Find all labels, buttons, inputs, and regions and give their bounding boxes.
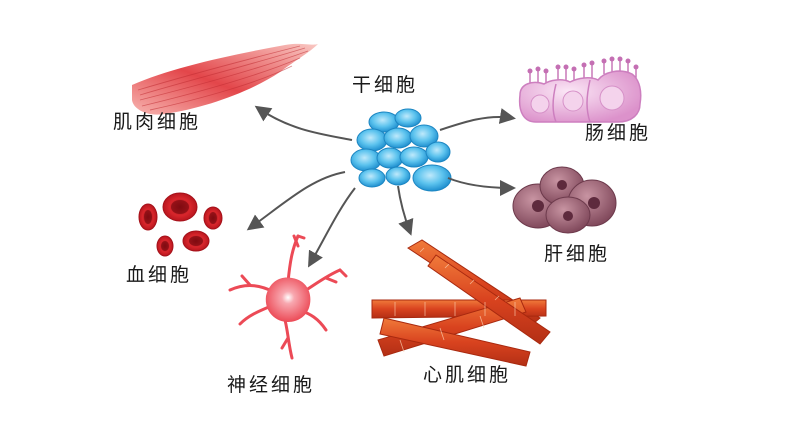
label-liver-cell: 肝细胞 [544,243,611,265]
label-muscle-cell: 肌肉细胞 [113,111,202,133]
label-stem-cell: 干细胞 [352,74,419,96]
label-cardiac-muscle-cell: 心肌细胞 [423,364,512,386]
label-intestinal-cell: 肠细胞 [585,122,652,144]
label-neuron: 神经细胞 [227,374,316,396]
arrow-to-muscle [254,105,353,141]
differentiation-arrows [246,105,516,268]
blood-cells-illustration [138,192,223,257]
cardiac-muscle-illustration [371,239,551,367]
neuron-illustration [228,234,348,360]
liver-cells-illustration [512,166,617,234]
stem-cell-cluster-illustration [350,108,452,192]
arrow-to-intestine [439,108,516,131]
muscle-cell-illustration [132,43,318,115]
arrow-to-neuron [308,187,356,268]
arrow-to-cardiac [397,185,414,236]
arrow-to-blood [246,171,346,231]
intestinal-cells-illustration [518,56,642,123]
cardiac-striations [394,247,516,353]
label-blood-cell: 血细胞 [126,264,193,286]
arrow-to-liver [447,177,516,196]
